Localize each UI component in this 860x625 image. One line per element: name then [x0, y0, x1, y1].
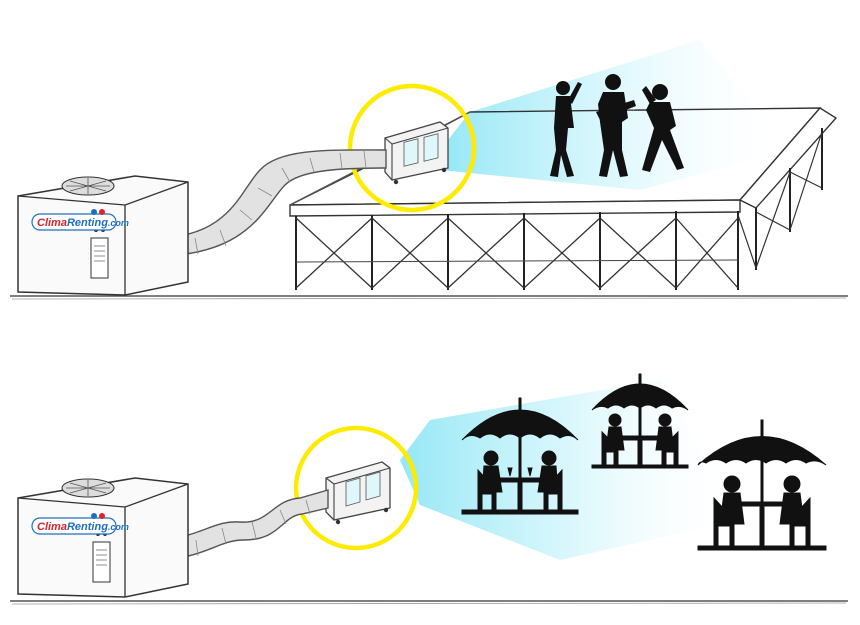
duct-hose [149, 489, 329, 561]
brand-clima: Clima [37, 521, 67, 533]
svg-text:ClimaRenting.com: ClimaRenting.com [37, 521, 129, 533]
brand-tld: .com [108, 522, 129, 532]
stage-platform [289, 107, 838, 290]
stage-scene: ClimaRenting.com [10, 40, 848, 300]
musician-silhouette-icon [550, 74, 684, 177]
brand-logo: ClimaRenting.com [31, 513, 129, 535]
air-conditioner-icon [17, 477, 189, 598]
portable-ac-unit-icon [384, 121, 449, 185]
airflow-cone [400, 380, 740, 560]
duct-hose [149, 149, 387, 257]
air-conditioner-icon [17, 175, 189, 296]
terrace-scene: ClimaRenting.com [10, 373, 848, 605]
brand-clima: Clima [37, 217, 67, 229]
highlight-circle [347, 83, 477, 213]
brand-logo: ClimaRenting.com [31, 209, 129, 231]
svg-text:ClimaRenting.com: ClimaRenting.com [37, 217, 129, 229]
portable-ac-unit-icon [325, 461, 391, 525]
brand-renting: Renting [67, 521, 108, 533]
brand-tld: .com [108, 218, 129, 228]
umbrella-table-icon [461, 373, 827, 551]
highlight-circle [293, 425, 419, 551]
brand-renting: Renting [67, 217, 108, 229]
